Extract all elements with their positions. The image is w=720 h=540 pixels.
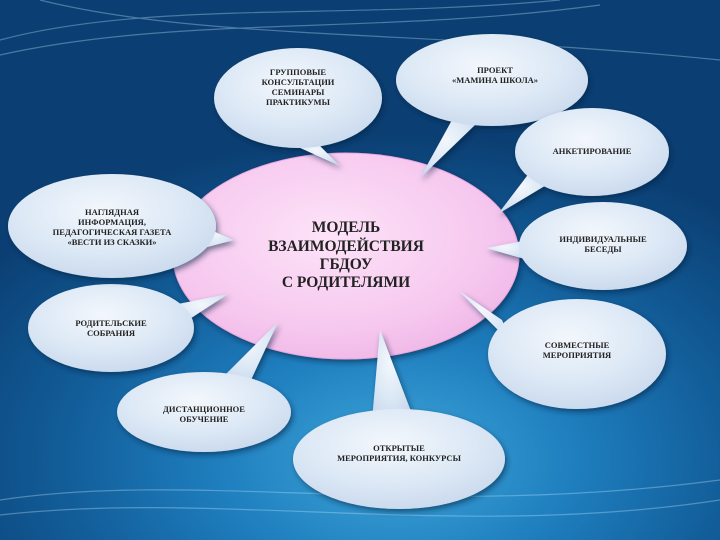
bubble-open-events <box>293 330 505 509</box>
label-survey: АНКЕТИРОВАНИЕ <box>552 146 632 157</box>
bubble-individual-talks <box>486 202 687 290</box>
bubble-project <box>396 34 588 178</box>
label-open-events: ОТКРЫТЫЕ МЕРОПРИЯТИЯ, КОНКУРСЫ <box>337 443 461 463</box>
label-parent-meetings: РОДИТЕЛЬСКИЕ СОБРАНИЯ <box>75 318 147 338</box>
bubble-parent-meetings <box>28 284 228 372</box>
label-group-consultations: ГРУППОВЫЕ КОНСУЛЬТАЦИИ СЕМИНАРЫ ПРАКТИКУ… <box>261 67 335 107</box>
label-distance-learning: ДИСТАНЦИОННОЕ ОБУЧЕНИЕ <box>163 404 245 424</box>
bubble-joint-events <box>458 290 666 409</box>
bubble-visual-info <box>8 174 234 278</box>
label-individual-talks: ИНДИВИДУАЛЬНЫЕ БЕСЕДЫ <box>559 234 647 254</box>
bubble-group-consultations <box>214 48 382 166</box>
label-project: ПРОЕКТ «МАМИНА ШКОЛА» <box>451 65 539 85</box>
center-title: МОДЕЛЬ ВЗАИМОДЕЙСТВИЯ ГБДОУ С РОДИТЕЛЯМИ <box>268 219 424 292</box>
decorative-swooshes <box>0 0 720 517</box>
label-joint-events: СОВМЕСТНЫЕ МЕРОПРИЯТИЯ <box>542 340 612 360</box>
bubble-distance-learning <box>117 322 291 452</box>
bubble-survey <box>498 108 669 214</box>
label-visual-info: НАГЛЯДНАЯ ИНФОРМАЦИЯ, ПЕДАГОГИЧЕСКАЯ ГАЗ… <box>52 207 172 247</box>
